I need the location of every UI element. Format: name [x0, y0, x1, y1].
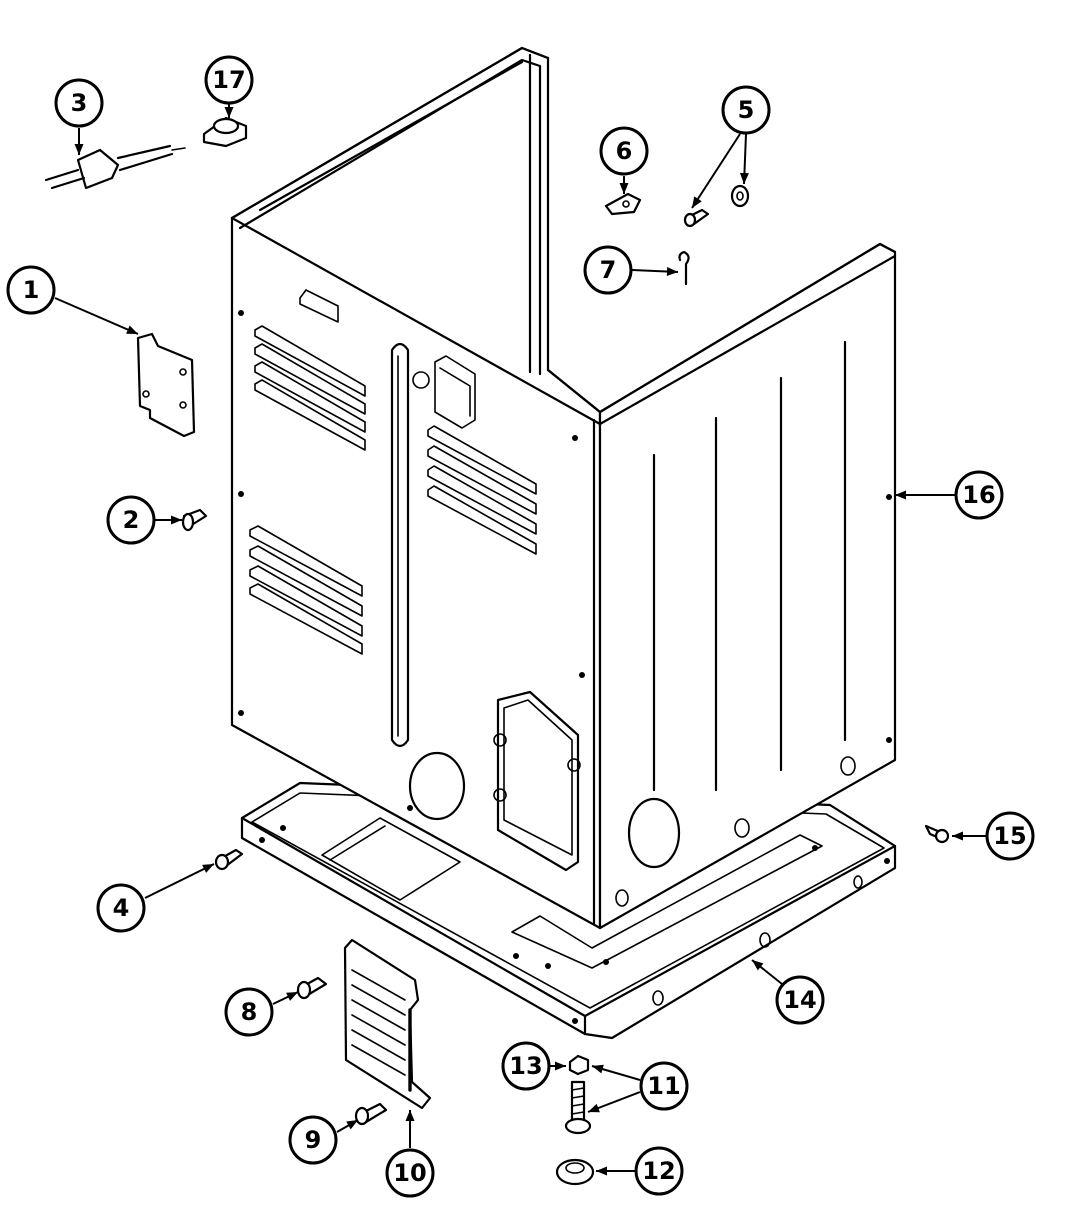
callout-label-power-cord: 3 [71, 89, 88, 117]
access-panel-part [343, 938, 432, 1110]
leader-line-screw-washer [691, 133, 741, 209]
callout-nut-13: 13 [501, 1041, 566, 1091]
callout-label-screw-15: 15 [993, 822, 1026, 850]
arrow-icon [739, 172, 749, 184]
callout-base: 14 [751, 959, 825, 1025]
rear-vents-right [427, 425, 537, 555]
leg-pad-part [555, 1158, 595, 1186]
callout-circle [583, 245, 633, 295]
callout-label-hook-7: 7 [600, 256, 617, 284]
arrow-icon [202, 864, 214, 873]
cabinet-body [230, 46, 897, 930]
callout-circle [106, 495, 156, 545]
callout-label-strain-relief: 17 [212, 66, 245, 94]
callout-circle [634, 1146, 684, 1196]
callout-hook-7: 7 [583, 245, 679, 295]
arrow-icon [171, 515, 182, 525]
callout-circle [599, 126, 649, 176]
rear-vents-lower-left [249, 525, 363, 655]
hook-7-part [678, 250, 690, 286]
callout-label-screw-washer: 5 [738, 96, 755, 124]
strain-relief-part [202, 116, 248, 148]
callout-circle [721, 85, 771, 135]
callout-label-leveling-leg: 11 [647, 1072, 680, 1100]
arrow-icon [619, 183, 629, 194]
callout-label-screw-9: 9 [305, 1126, 322, 1154]
arrow-icon [588, 1103, 600, 1113]
nut-13-part [568, 1054, 590, 1076]
callout-screw-4: 4 [96, 863, 215, 933]
callout-circle [385, 1148, 435, 1198]
callout-screw-15: 15 [952, 811, 1035, 861]
callout-clip-6: 6 [599, 126, 649, 194]
callout-circle [96, 883, 146, 933]
power-cord-part [44, 144, 186, 190]
callout-screw-8: 8 [224, 987, 299, 1037]
arrow-icon [74, 144, 84, 155]
callout-label-screw-2: 2 [123, 506, 140, 534]
leveling-leg-part [564, 1080, 592, 1135]
callout-label-base: 14 [783, 986, 816, 1014]
callout-label-rear-bracket: 1 [23, 276, 40, 304]
callout-circle [775, 975, 825, 1025]
callout-circle [224, 987, 274, 1037]
callout-power-cord: 3 [54, 78, 104, 155]
callout-label-cabinet: 16 [962, 481, 995, 509]
leader-line-screw-4 [144, 863, 215, 899]
callout-access-panel: 10 [385, 1110, 435, 1198]
callout-label-nut-13: 13 [509, 1052, 542, 1080]
callout-circle [985, 811, 1035, 861]
arrow-icon [666, 267, 678, 277]
callout-circle [6, 265, 56, 315]
arrow-icon [692, 196, 702, 208]
arrow-icon [286, 992, 298, 1001]
callout-circle [954, 470, 1004, 520]
callout-screw-2: 2 [106, 495, 182, 545]
screw-4-part [214, 848, 244, 871]
arrow-icon [224, 107, 234, 118]
callout-rear-bracket: 1 [6, 265, 139, 335]
arrow-icon [752, 960, 764, 971]
callout-screw-9: 9 [288, 1115, 359, 1165]
callout-label-leg-pad: 12 [642, 1157, 675, 1185]
arrow-icon [596, 1166, 607, 1176]
arrow-icon [405, 1110, 415, 1121]
callout-circle [501, 1041, 551, 1091]
callout-circle [288, 1115, 338, 1165]
arrow-icon [592, 1064, 604, 1074]
callout-screw-washer: 5 [691, 85, 771, 209]
callout-circle [54, 78, 104, 128]
arrow-icon [126, 325, 138, 334]
callout-cabinet: 16 [895, 470, 1004, 520]
callout-label-screw-4: 4 [113, 894, 130, 922]
callout-label-clip-6: 6 [616, 137, 633, 165]
callout-leveling-leg: 11 [587, 1061, 689, 1113]
rear-vents-upper-left [254, 325, 366, 451]
rear-bracket-part [136, 332, 196, 438]
leader-line-rear-bracket [54, 297, 139, 335]
arrow-icon [555, 1061, 566, 1071]
arrow-icon [346, 1120, 358, 1130]
arrow-icon [952, 831, 963, 841]
callout-circle [639, 1061, 689, 1111]
screw-8-part [296, 976, 328, 1000]
screw-washer-part [683, 184, 750, 228]
callout-circle [204, 55, 254, 105]
arrow-icon [895, 490, 906, 500]
callout-label-screw-8: 8 [241, 998, 258, 1026]
screw-2-part [181, 508, 208, 532]
callout-strain-relief: 17 [204, 55, 254, 118]
screw-15-part [924, 824, 950, 844]
callout-leg-pad: 12 [596, 1146, 684, 1196]
clip-6-part [604, 192, 642, 216]
callout-label-access-panel: 10 [393, 1159, 426, 1187]
screw-9-part [354, 1102, 388, 1126]
